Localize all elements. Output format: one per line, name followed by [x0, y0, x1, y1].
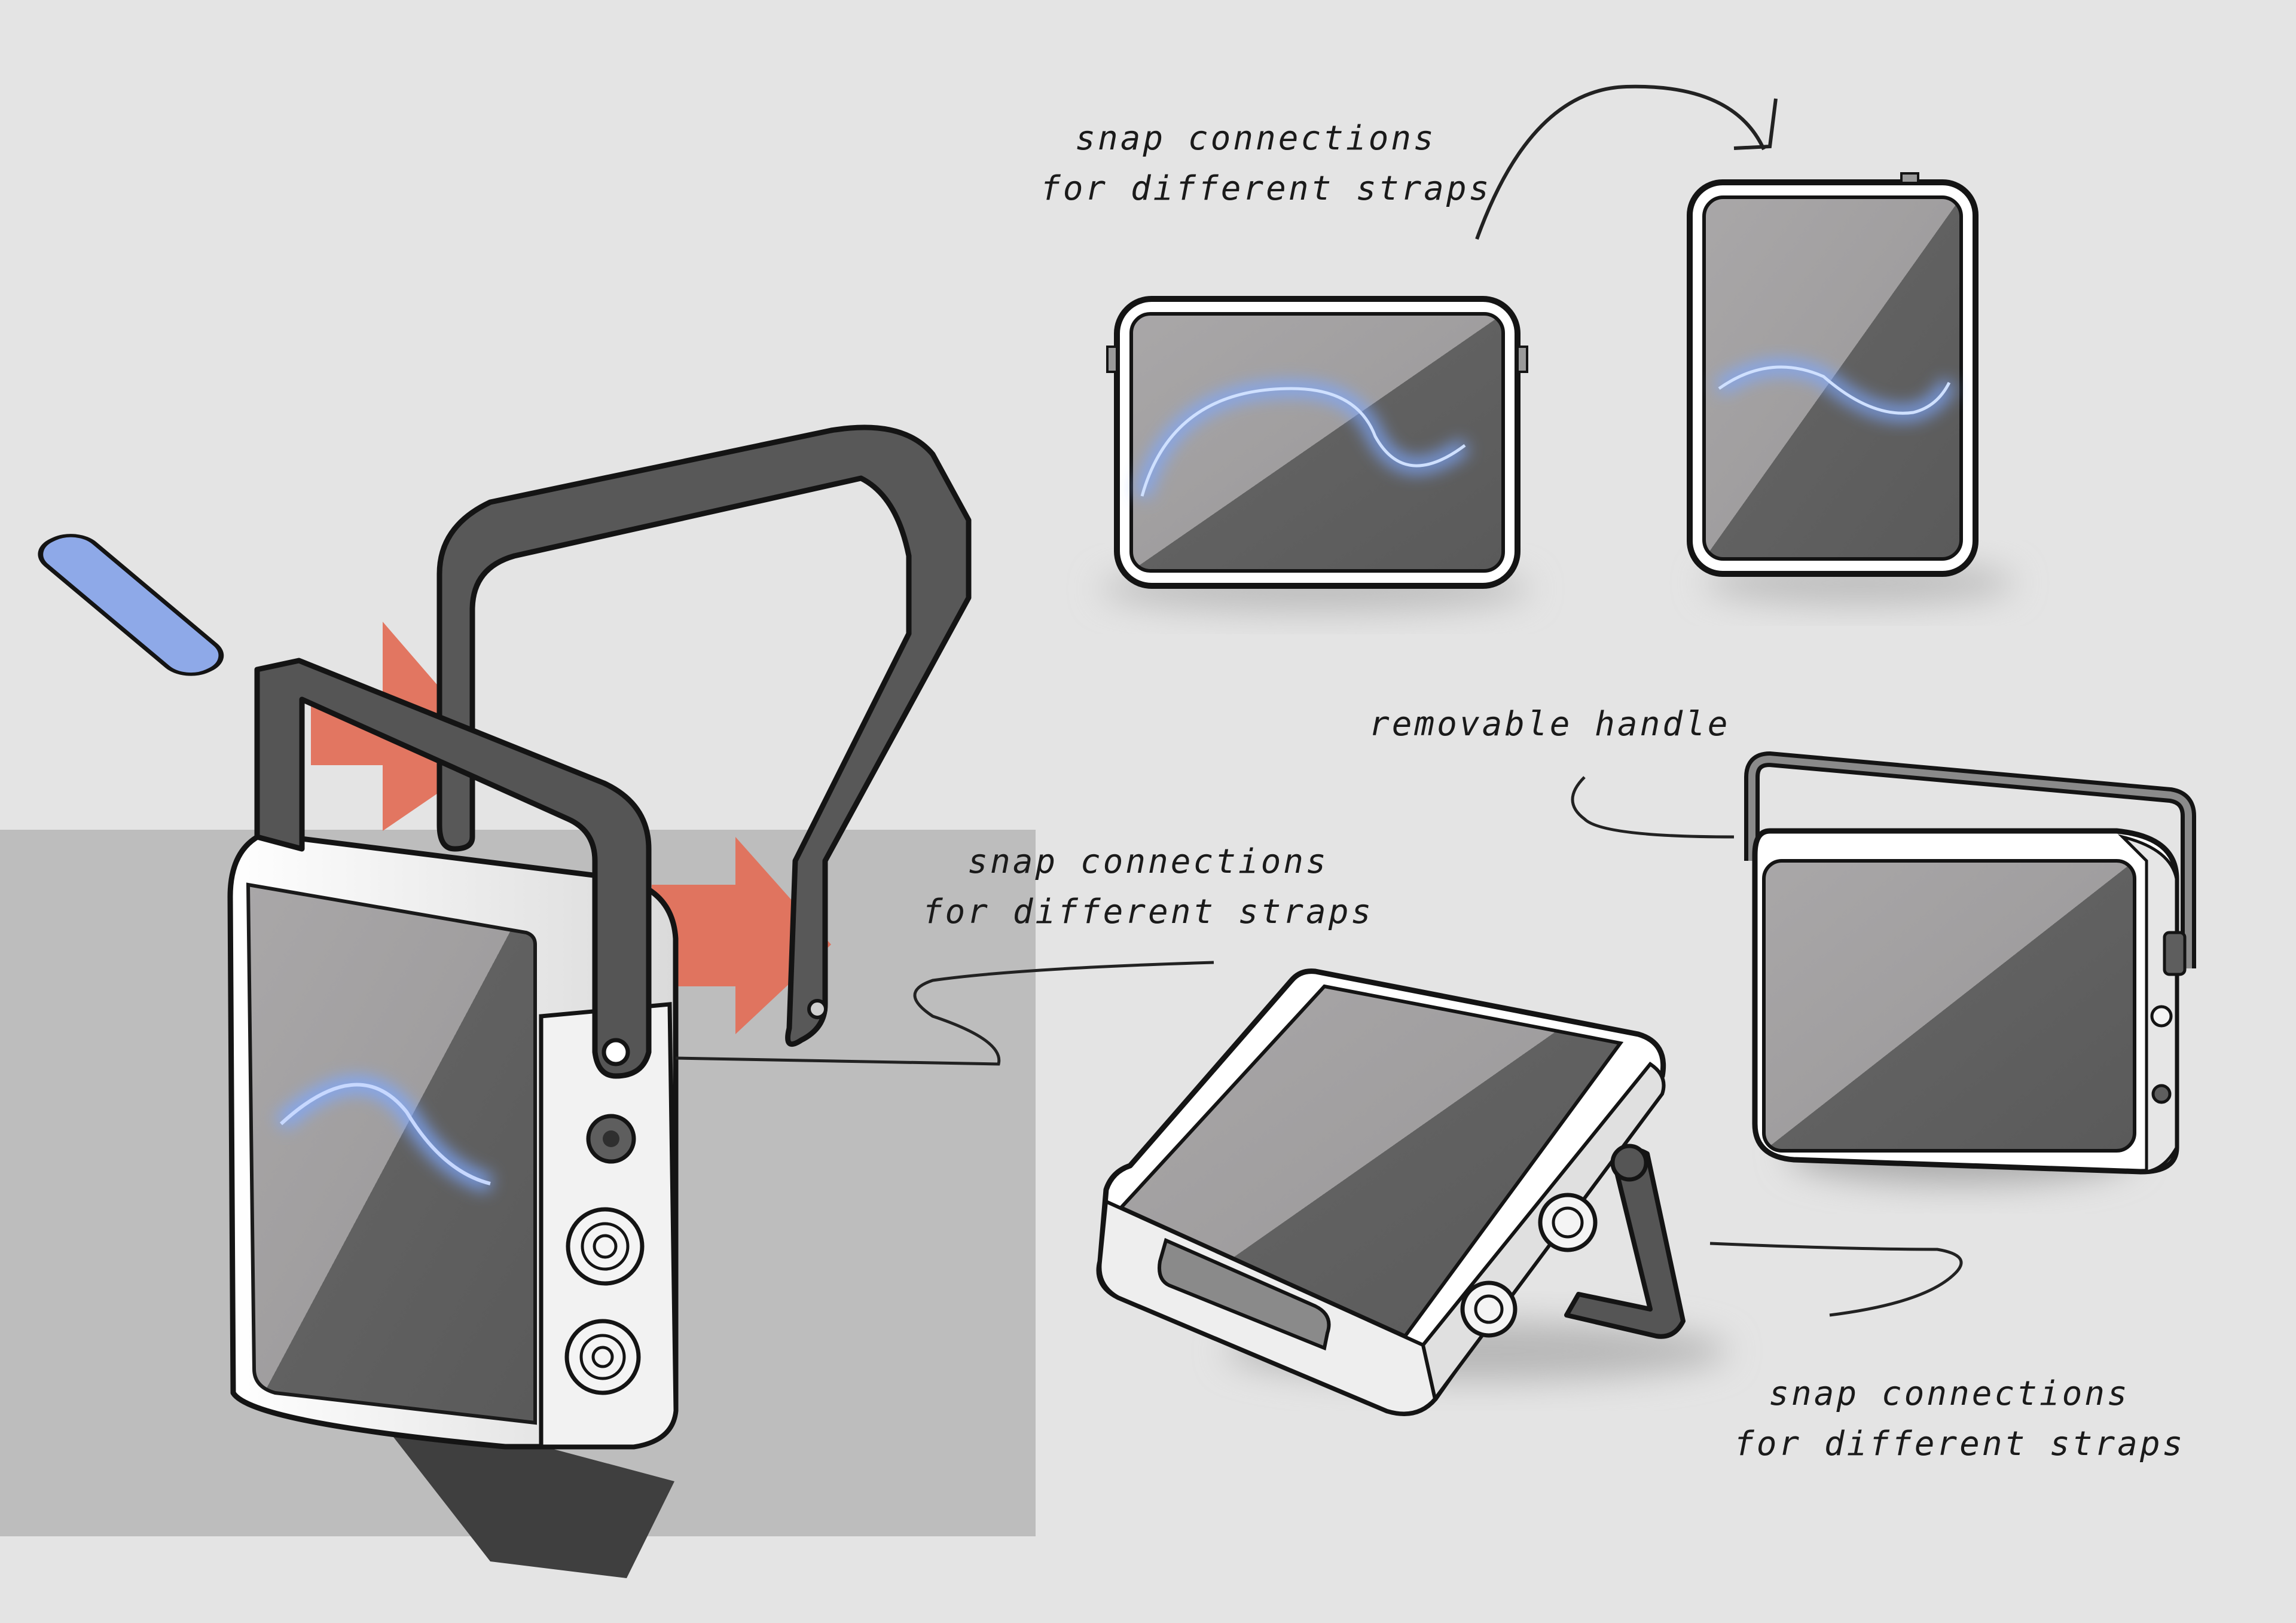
handle-pivot [602, 1038, 630, 1066]
kickstand-pivot [1610, 1144, 1648, 1182]
annotation-top-line1: snap connections [1075, 119, 1436, 158]
leader-arrow-top [1475, 84, 1766, 240]
landscape-screen [1129, 312, 1505, 573]
tilted-speaker-upper [1538, 1193, 1598, 1252]
leader-line-middle [675, 961, 1214, 1066]
side-speaker-lower [564, 1319, 641, 1395]
main-device-with-strap [38, 424, 972, 1578]
handle-device-button-b [2151, 1084, 2172, 1104]
main-device-handle [254, 658, 652, 1079]
tilted-device-screen [1118, 984, 1624, 1338]
landscape-snap-right [1516, 346, 1528, 373]
portrait-snap-top [1900, 172, 1919, 184]
handle-clip [2163, 931, 2187, 976]
annotation-handle: removable handle [1369, 699, 1730, 750]
leader-line-handle [1571, 776, 1735, 839]
annotation-handle-line1: removable handle [1369, 705, 1730, 744]
tilted-speaker-lower [1460, 1280, 1518, 1338]
main-device-screen [246, 882, 537, 1425]
annotation-middle: snap connections for different straps [921, 837, 1375, 937]
front-slot [1158, 1237, 1331, 1351]
annotation-top: snap connections for different straps [1040, 114, 1492, 214]
arrow-lower-icon [652, 837, 831, 1034]
handle-device-button-a [2150, 1005, 2173, 1028]
device-landscape [1100, 296, 1531, 612]
side-speaker-upper [566, 1207, 645, 1286]
annotation-middle-line2: for different straps [922, 893, 1374, 931]
leader-line-bottom [1709, 1242, 1963, 1317]
annotation-top-line2: for different straps [1040, 169, 1492, 208]
handle-device-screen [1762, 859, 2136, 1153]
top-light-bar [38, 534, 224, 676]
arrowhead-top-icon [1733, 98, 1778, 150]
device-with-handle [1744, 751, 2196, 1184]
landscape-snap-left [1106, 346, 1118, 373]
long-strap [436, 424, 972, 1047]
annotation-bottom: snap connections for different straps [1734, 1369, 2185, 1469]
annotation-middle-line1: snap connections [967, 842, 1329, 881]
device-tilted-stand [1096, 968, 1728, 1416]
annotation-bottom-line2: for different straps [1734, 1425, 2185, 1463]
annotation-bottom-line1: snap connections [1769, 1374, 2130, 1413]
device-portrait [1687, 172, 2015, 604]
strap-snap-hole [807, 999, 828, 1019]
